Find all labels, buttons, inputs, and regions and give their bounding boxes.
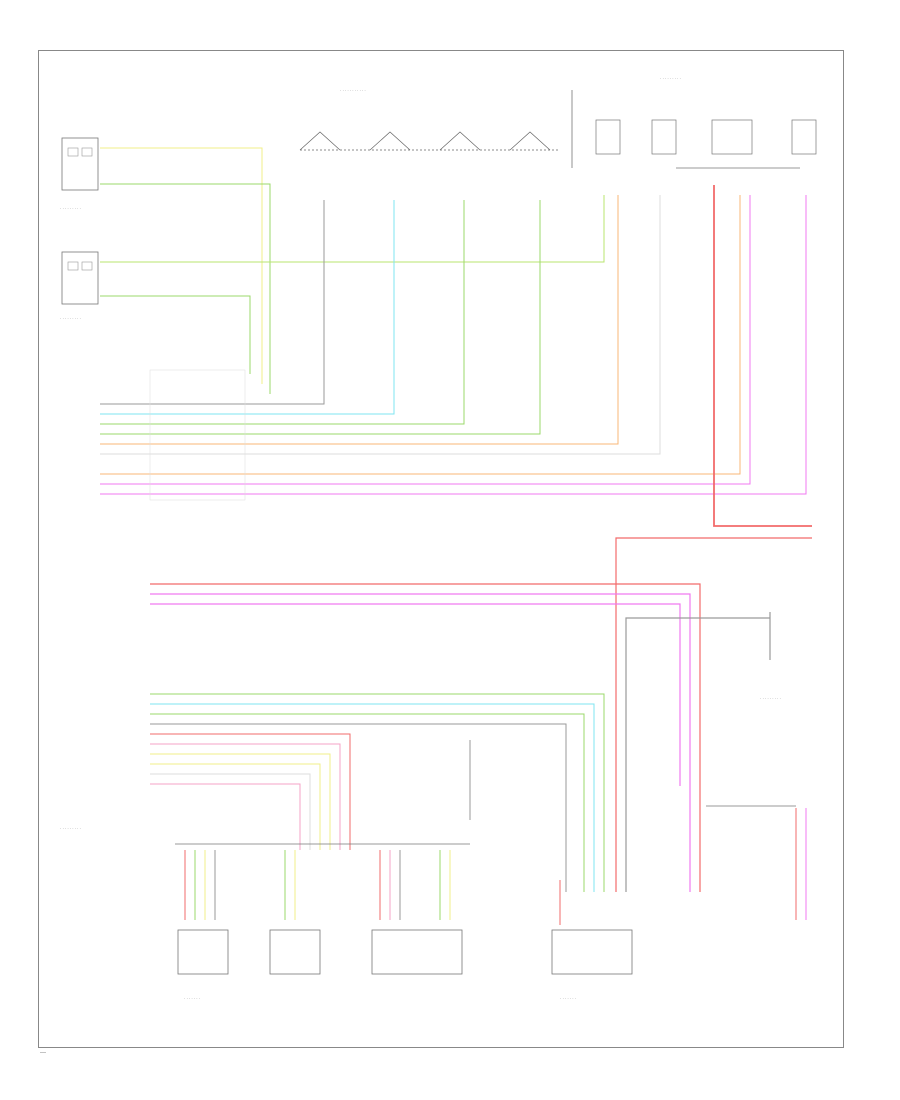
diagram-frame bbox=[38, 50, 844, 1048]
svg-text:· · · · · · ·: · · · · · · · bbox=[560, 996, 576, 1001]
svg-text:· · · · · · · · ·: · · · · · · · · · bbox=[60, 206, 81, 211]
svg-text:· · · · · · · · ·: · · · · · · · · · bbox=[760, 696, 781, 701]
svg-text:· · · · · · · · ·: · · · · · · · · · bbox=[60, 826, 81, 831]
top-left-wires bbox=[100, 147, 605, 394]
vertical-wires-top bbox=[100, 185, 812, 527]
range-switches bbox=[299, 131, 560, 151]
middle-wires bbox=[150, 537, 812, 892]
pcm-connector-top-rows bbox=[149, 369, 246, 501]
svg-text:· · · · · · ·: · · · · · · · bbox=[184, 996, 200, 1001]
bottom-connector-wires bbox=[184, 805, 807, 925]
svg-text:· · · · · · · · ·: · · · · · · · · · bbox=[60, 316, 81, 321]
top-right-sensors bbox=[595, 119, 817, 169]
lower-wires bbox=[150, 693, 605, 892]
tiny-labels: · · · · · · · · · · · · · · · · · · · · … bbox=[60, 76, 781, 1001]
upstream-sensor-connector bbox=[61, 137, 99, 191]
footer-code: — bbox=[40, 1050, 46, 1056]
downstream-sensor-connector bbox=[61, 251, 99, 305]
svg-text:· · · · · · · · · · ·: · · · · · · · · · · · bbox=[340, 88, 366, 93]
bottom-component-boxes bbox=[177, 929, 633, 975]
svg-text:· · · · · · · · ·: · · · · · · · · · bbox=[660, 76, 681, 81]
